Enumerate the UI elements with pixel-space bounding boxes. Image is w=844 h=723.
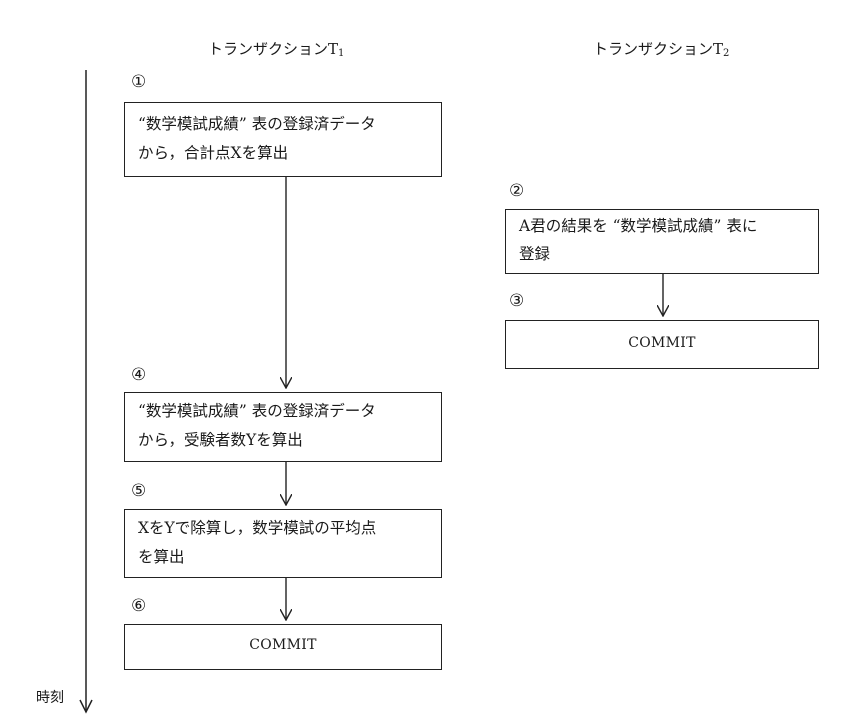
step-6-number: ⑥ (131, 596, 147, 616)
step-2-line-1: A君の結果を “数学模試成績” 表に (519, 217, 758, 235)
step-5-line-2: を算出 (138, 548, 185, 566)
t1-title: トランザクションT1 (208, 40, 345, 59)
step-2-number: ② (509, 181, 525, 201)
t2-title: トランザクションT2 (593, 40, 730, 59)
step-3-box: COMMIT (505, 320, 819, 369)
step-2-line-2: 登録 (519, 245, 551, 263)
step-4-line-1: “数学模試成績” 表の登録済データ (138, 402, 376, 420)
time-axis-label: 時刻 (36, 690, 64, 706)
step-6-commit: COMMIT (249, 637, 317, 653)
step-3-commit: COMMIT (628, 335, 696, 351)
step-5-line-1: XをYで除算し，数学模試の平均点 (138, 519, 377, 537)
time-axis-arrowhead (79, 699, 93, 714)
step-4-number: ④ (131, 365, 147, 385)
step-1-line-2: から，合計点Xを算出 (138, 144, 289, 162)
step-1-number: ① (131, 72, 147, 92)
step-2-box: A君の結果を “数学模試成績” 表に 登録 (505, 209, 819, 274)
step-4-line-2: から，受験者数Yを算出 (138, 431, 303, 449)
step-3-number: ③ (509, 291, 525, 311)
step-1-line-1: “数学模試成績” 表の登録済データ (138, 115, 376, 133)
step-5-number: ⑤ (131, 481, 147, 501)
step-5-box: XをYで除算し，数学模試の平均点 を算出 (124, 509, 442, 578)
step-4-box: “数学模試成績” 表の登録済データ から，受験者数Yを算出 (124, 392, 442, 462)
step-6-box: COMMIT (124, 624, 442, 670)
step-1-box: “数学模試成績” 表の登録済データ から，合計点Xを算出 (124, 102, 442, 177)
